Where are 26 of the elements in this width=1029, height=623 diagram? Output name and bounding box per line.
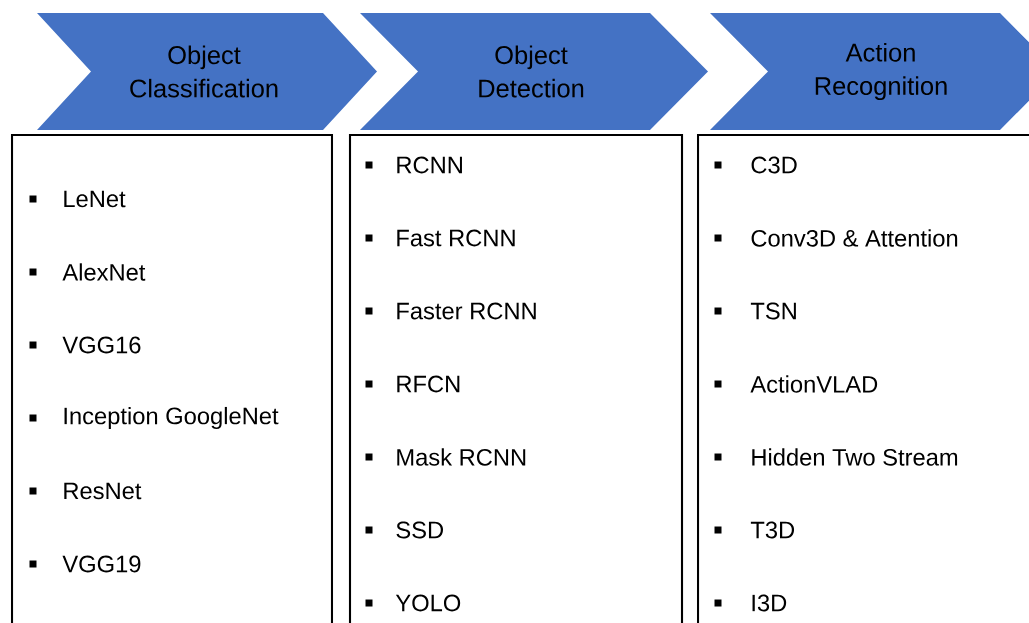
- list-item: VGG16: [29, 336, 141, 354]
- list-item: RFCN: [365, 375, 460, 393]
- list-item: Fast RCNN: [365, 229, 515, 247]
- list-item: C3D: [714, 156, 797, 174]
- list-item: Mask RCNN: [365, 448, 526, 466]
- list-item: RCNN: [365, 156, 462, 174]
- list-item: I3D: [714, 594, 787, 612]
- list-item: VGG19: [29, 555, 141, 573]
- list-item: Faster RCNN: [365, 302, 536, 320]
- list-item: SSD: [365, 521, 443, 539]
- list-item: ActionVLAD: [714, 375, 878, 393]
- list-item: YOLO: [365, 594, 461, 612]
- heading-banner: Object Classification: [37, 13, 377, 130]
- heading-banner: Action Recognition: [710, 13, 1029, 130]
- list-box: [10, 133, 334, 623]
- list-item: ResNet: [29, 482, 142, 500]
- list-item: Conv3D & Attention: [714, 229, 958, 247]
- list-item: AlexNet: [29, 263, 146, 281]
- list-item: T3D: [714, 521, 795, 539]
- list-box: [348, 133, 684, 623]
- list-item: Hidden Two Stream: [714, 448, 958, 466]
- list-item: LeNet: [29, 190, 126, 208]
- list-item: Inception GoogleNet: [29, 406, 279, 430]
- heading-banner: Object Detection: [360, 13, 708, 130]
- list-item: TSN: [714, 302, 796, 320]
- list-box: [696, 133, 1029, 623]
